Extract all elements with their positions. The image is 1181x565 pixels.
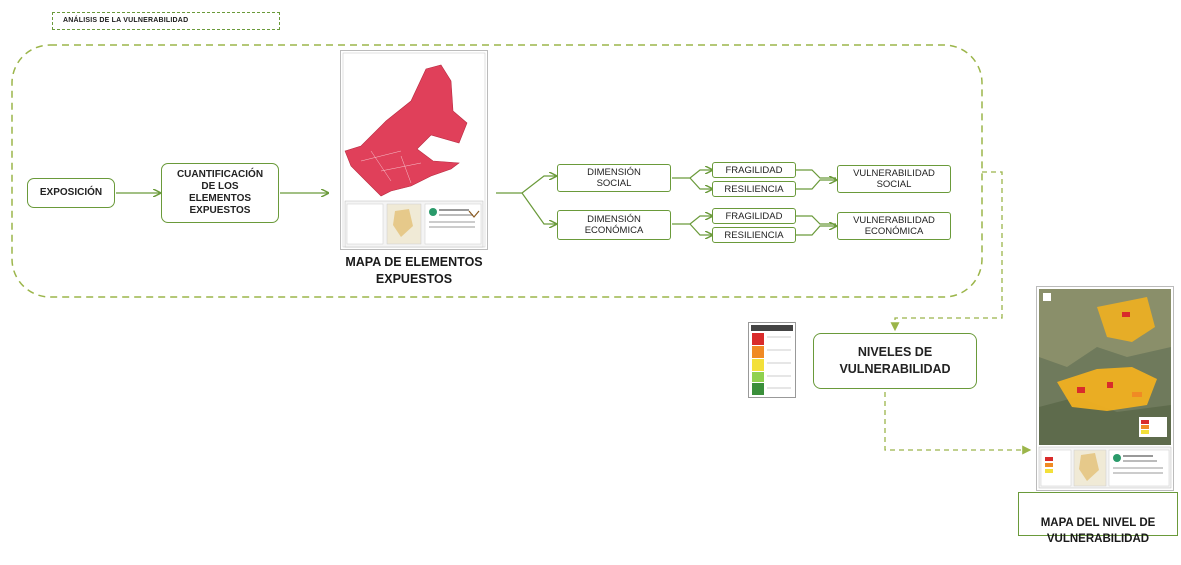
node-dimension-social-label: DIMENSIÓN SOCIAL <box>587 167 641 189</box>
node-exposicion-label: EXPOSICIÓN <box>39 187 103 198</box>
node-exposicion: EXPOSICIÓN <box>27 178 115 208</box>
node-dimension-economica: DIMENSIÓN ECONÓMICA <box>557 210 671 240</box>
arrow-economica-resiliencia <box>689 223 712 235</box>
arrow-economica-fragilidad <box>672 216 712 225</box>
node-resiliencia-social-label: RESILIENCIA <box>724 183 784 195</box>
node-fragilidad-social: FRAGILIDAD <box>712 162 796 178</box>
node-resiliencia-economica-label: RESILIENCIA <box>724 229 784 241</box>
node-resiliencia-social: RESILIENCIA <box>712 181 796 197</box>
node-vulnerabilidad-social: VULNERABILIDAD SOCIAL <box>837 165 951 193</box>
node-dimension-social: DIMENSIÓN SOCIAL <box>557 164 671 192</box>
arrow-mapa-dimension-economica <box>521 192 556 224</box>
legend-thumbnail-niveles <box>748 322 796 398</box>
node-niveles-label: NIVELES DE VULNERABILIDAD <box>839 345 951 376</box>
arrow-re-econ-vuln <box>796 226 836 236</box>
arrow-fr-social-vuln <box>796 169 836 179</box>
analysis-frame <box>11 44 983 298</box>
arrow-social-resiliencia <box>689 177 712 189</box>
dashed-link-to-niveles <box>890 171 1003 332</box>
section-title: ANÁLISIS DE LA VULNERABILIDAD <box>63 17 189 24</box>
arrow-mapa-dimension-social <box>496 176 556 194</box>
map-thumbnail-nivel <box>1036 286 1174 491</box>
connector-layer <box>11 44 1032 455</box>
node-resiliencia-economica: RESILIENCIA <box>712 227 796 243</box>
dashed-link-to-mapa-nivel <box>884 392 1032 455</box>
section-title-tag: ANÁLISIS DE LA VULNERABILIDAD <box>52 12 280 30</box>
node-fragilidad-social-label: FRAGILIDAD <box>725 164 783 176</box>
node-cuantificacion-label: CUANTIFICACIÓN DE LOS ELEMENTOS EXPUESTO… <box>176 169 264 216</box>
arrow-social-fragilidad <box>672 170 712 179</box>
node-vulnerabilidad-social-label: VULNERABILIDAD SOCIAL <box>853 168 935 190</box>
caption-mapa-nivel-label: MAPA DEL NIVEL DE VULNERABILIDAD <box>1040 517 1156 545</box>
node-dimension-economica-label: DIMENSIÓN ECONÓMICA <box>584 214 644 236</box>
arrow-fr-econ-vuln <box>796 215 836 225</box>
node-niveles-vulnerabilidad: NIVELES DE VULNERABILIDAD <box>813 333 977 389</box>
arrow-re-social-vuln <box>796 180 836 190</box>
node-cuantificacion: CUANTIFICACIÓN DE LOS ELEMENTOS EXPUESTO… <box>161 163 279 223</box>
node-fragilidad-economica: FRAGILIDAD <box>712 208 796 224</box>
map-thumbnail-elementos <box>340 50 488 250</box>
map-elementos-image <box>342 52 486 248</box>
legend-levels-image <box>749 323 795 397</box>
caption-mapa-elementos: MAPA DE ELEMENTOS EXPUESTOS <box>345 255 483 286</box>
node-vulnerabilidad-economica-label: VULNERABILIDAD ECONÓMICA <box>853 215 935 237</box>
map-nivel-image <box>1038 289 1172 489</box>
node-fragilidad-economica-label: FRAGILIDAD <box>725 210 783 222</box>
caption-mapa-nivel: MAPA DEL NIVEL DE VULNERABILIDAD <box>1018 492 1178 545</box>
node-vulnerabilidad-economica: VULNERABILIDAD ECONÓMICA <box>837 212 951 240</box>
